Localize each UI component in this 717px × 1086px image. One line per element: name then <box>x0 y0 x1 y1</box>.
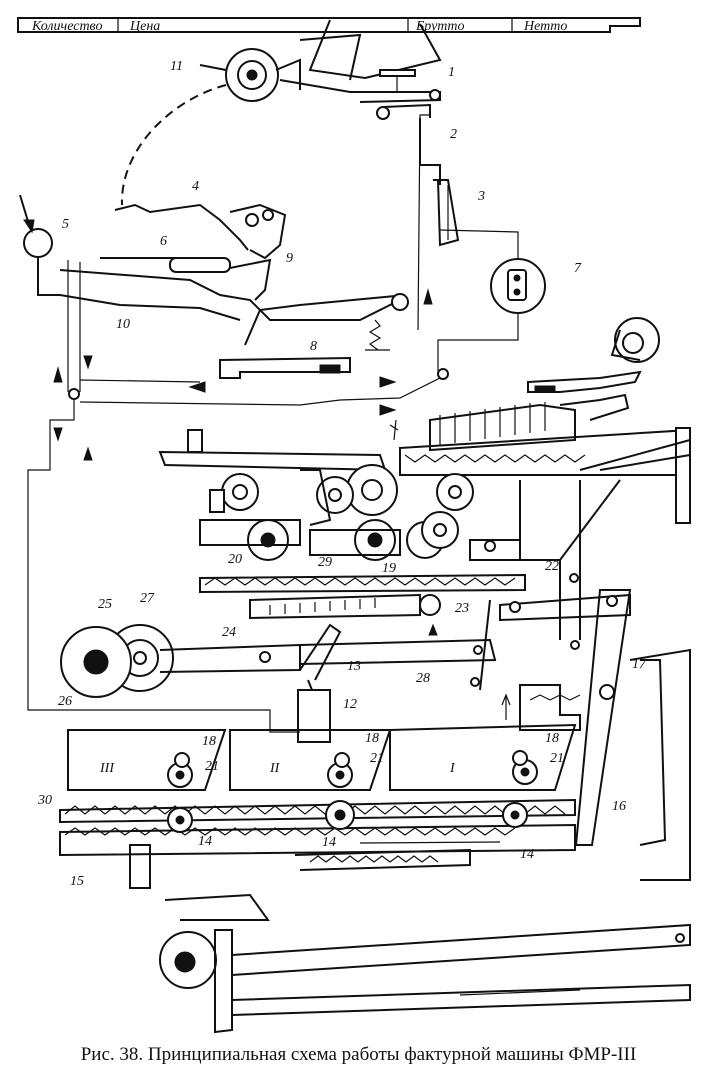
figure-caption: Рис. 38. Принципиальная схема работы фак… <box>80 1044 637 1065</box>
part-label-26: 26 <box>58 694 72 709</box>
roll-7 <box>490 258 546 314</box>
frame-lines <box>519 479 621 650</box>
part-label-18b: 18 <box>365 731 379 746</box>
header-label-net: Нетто <box>523 19 567 34</box>
part-label-20: 20 <box>228 552 242 567</box>
part-label-10: 10 <box>116 317 130 332</box>
header-bar: Количество Цена Брутто Нетто <box>17 17 641 34</box>
header-label-price: Цена <box>129 19 160 34</box>
part-label-18c: 18 <box>545 731 559 746</box>
part-label-2: 2 <box>450 127 457 142</box>
register-label-ii: II <box>269 761 281 776</box>
part-label-25: 25 <box>98 597 112 612</box>
lever-group-4-10 <box>59 203 409 346</box>
part-label-29: 29 <box>318 555 332 570</box>
part-label-7: 7 <box>574 261 582 276</box>
part-label-16: 16 <box>612 799 626 814</box>
part-label-9: 9 <box>286 251 293 266</box>
part-label-21b: 21 <box>370 751 384 766</box>
top-right-roll <box>527 317 660 393</box>
part-label-14a: 14 <box>198 834 212 849</box>
middle-gear-cluster <box>158 429 521 561</box>
mechanism-diagram: Количество Цена Брутто Нетто <box>17 17 691 1034</box>
part-label-5: 5 <box>62 217 69 232</box>
part-label-22: 22 <box>545 559 559 574</box>
part-label-11: 11 <box>170 59 183 74</box>
part-label-14b: 14 <box>322 835 336 850</box>
part-label-21c: 21 <box>550 751 564 766</box>
linkage-wires <box>27 114 449 733</box>
header-label-gross: Брутто <box>415 19 465 34</box>
part-label-6: 6 <box>160 234 167 249</box>
part-label-23: 23 <box>455 601 469 616</box>
registers <box>67 723 577 791</box>
register-label-i: I <box>449 761 456 776</box>
part-label-3: 3 <box>477 189 485 204</box>
bottom-roll-frame <box>159 893 691 1034</box>
part-label-19: 19 <box>382 561 396 576</box>
part-label-18a: 18 <box>202 734 216 749</box>
register-labels: III II I <box>99 761 456 776</box>
part-label-15: 15 <box>70 874 84 889</box>
part-label-24: 24 <box>222 625 236 640</box>
part-label-17: 17 <box>632 657 647 672</box>
part-label-21a: 21 <box>205 759 219 774</box>
lever-28-13-12 <box>297 599 497 743</box>
part-label-27: 27 <box>140 591 155 606</box>
racks-30-14-15 <box>59 798 576 889</box>
part-number-labels: 1 2 3 4 5 6 7 8 9 10 11 12 13 14 14 14 1… <box>37 59 647 889</box>
key-lever-5 <box>19 194 60 296</box>
carriage-assembly <box>279 19 442 120</box>
register-label-iii: III <box>99 761 115 776</box>
part-label-28: 28 <box>416 671 430 686</box>
part-label-12: 12 <box>343 697 357 712</box>
part-label-4: 4 <box>192 179 199 194</box>
header-label-quantity: Количество <box>31 19 102 34</box>
roll-11 <box>199 48 301 102</box>
wheels-25-27 <box>60 624 301 698</box>
rack-22-24 <box>199 573 631 636</box>
loop-right-7 <box>437 229 519 375</box>
upper-rack-assembly <box>389 393 691 524</box>
dashed-link-11-4 <box>120 84 227 206</box>
spring-bar-8 <box>219 319 390 379</box>
part-label-30: 30 <box>37 793 52 808</box>
part-label-13: 13 <box>347 659 361 674</box>
right-frame-16-17 <box>501 589 691 881</box>
part-label-8: 8 <box>310 339 317 354</box>
part-label-14c: 14 <box>520 847 534 862</box>
part-label-1: 1 <box>448 65 455 80</box>
